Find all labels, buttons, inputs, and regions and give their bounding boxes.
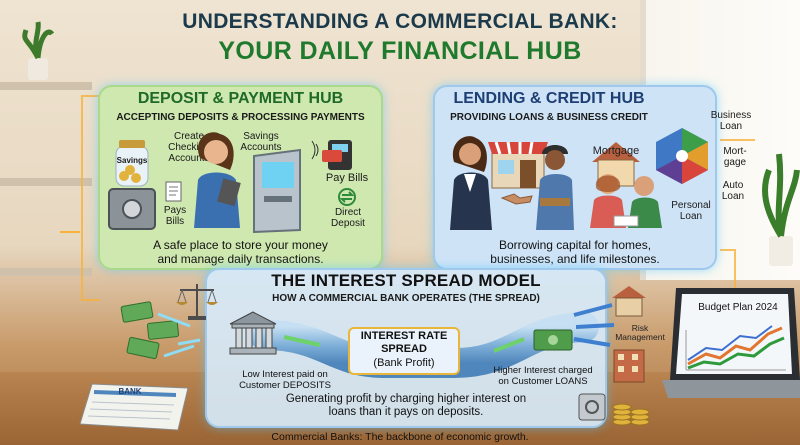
jar-label: Savings [116,156,148,165]
deposit-hub-title: DEPOSIT & PAYMENT HUB [137,90,344,107]
spread-model-caption: Generating profit by charging higher int… [285,393,527,418]
deposit-hub-caption: A safe place to store your money and man… [153,238,328,266]
mortgage-wheel-label: Mort- gage [723,146,747,168]
bookshelf [0,82,92,90]
bill-icon [165,181,182,202]
lending-hub-title: LENDING & CREDIT HUB [453,90,645,107]
laptop-icon [662,288,800,398]
safe-icon [108,188,156,230]
cash-bills-icon [120,301,201,360]
laptop-screen-title: Budget Plan 2024 [698,302,778,313]
spread-model-subtitle: HOW A COMMERCIAL BANK OPERATES (THE SPRE… [272,293,540,304]
direct-deposit-label: Direct Deposit [331,207,365,229]
spread-box-title: INTEREST RATE SPREAD [360,330,448,355]
page-title: UNDERSTANDING A COMMERCIAL BANK: [182,10,618,33]
handshake-icon [500,193,533,205]
bank-teller-figure [194,132,241,228]
apartment-icon [613,349,645,383]
spread-box [348,327,460,375]
checking-accounts-label: Create Checking Accounts [168,131,210,164]
cash-bundle-icon [533,329,573,351]
bookshelf [0,178,92,186]
personal-loan-label: Personal Loan [671,200,711,222]
risk-management-label: Risk Management [615,323,665,342]
auto-loan-label: Auto Loan [721,180,745,202]
atm-kiosk-icon [253,148,301,234]
spread-model-title: THE INTEREST SPREAD MODEL [271,271,541,290]
pays-bills-label: Pays Bills [163,205,187,227]
craftsman-figure [536,145,574,230]
high-interest-label: Higher Interest charged on Customer LOAN… [493,365,593,387]
plant-icon [762,153,800,266]
bank-building-icon [229,311,277,355]
pay-bills-label: Pay Bills [325,172,369,184]
savings-accounts-label: Savings Accounts [240,131,282,153]
loan-types-wheel [656,128,708,184]
card-terminal-icon [311,140,352,170]
lending-hub-subtitle: PROVIDING LOANS & BUSINESS CREDIT [450,112,648,123]
mortgage-label: Mortgage [592,145,640,157]
spread-box-subtitle: (Bank Profit) [373,357,435,369]
page-subtitle: YOUR DAILY FINANCIAL HUB [218,37,582,65]
bank-notebook-icon [79,383,189,431]
transfer-icon [338,188,356,206]
house-icon [612,286,646,317]
lending-hub-caption: Borrowing capital for homes, businesses,… [490,238,660,266]
savings-jar-icon [115,140,149,187]
banker-figure [450,136,492,230]
bookshelf [0,268,92,276]
couple-figure [590,174,662,228]
coin-stack-icon [612,403,650,426]
notebook-label: BANK [118,387,142,396]
footer-text: Commercial Banks: The backbone of econom… [271,431,529,443]
balance-scale-icon [176,284,218,320]
vault-icon [578,393,606,421]
storefront-icon [488,141,548,189]
deposit-hub-subtitle: ACCEPTING DEPOSITS & PROCESSING PAYMENTS [116,112,365,123]
plant-icon [22,21,55,80]
low-interest-label: Low Interest paid on Customer DEPOSITS [239,369,331,391]
business-loan-label: Business Loan [710,110,752,132]
